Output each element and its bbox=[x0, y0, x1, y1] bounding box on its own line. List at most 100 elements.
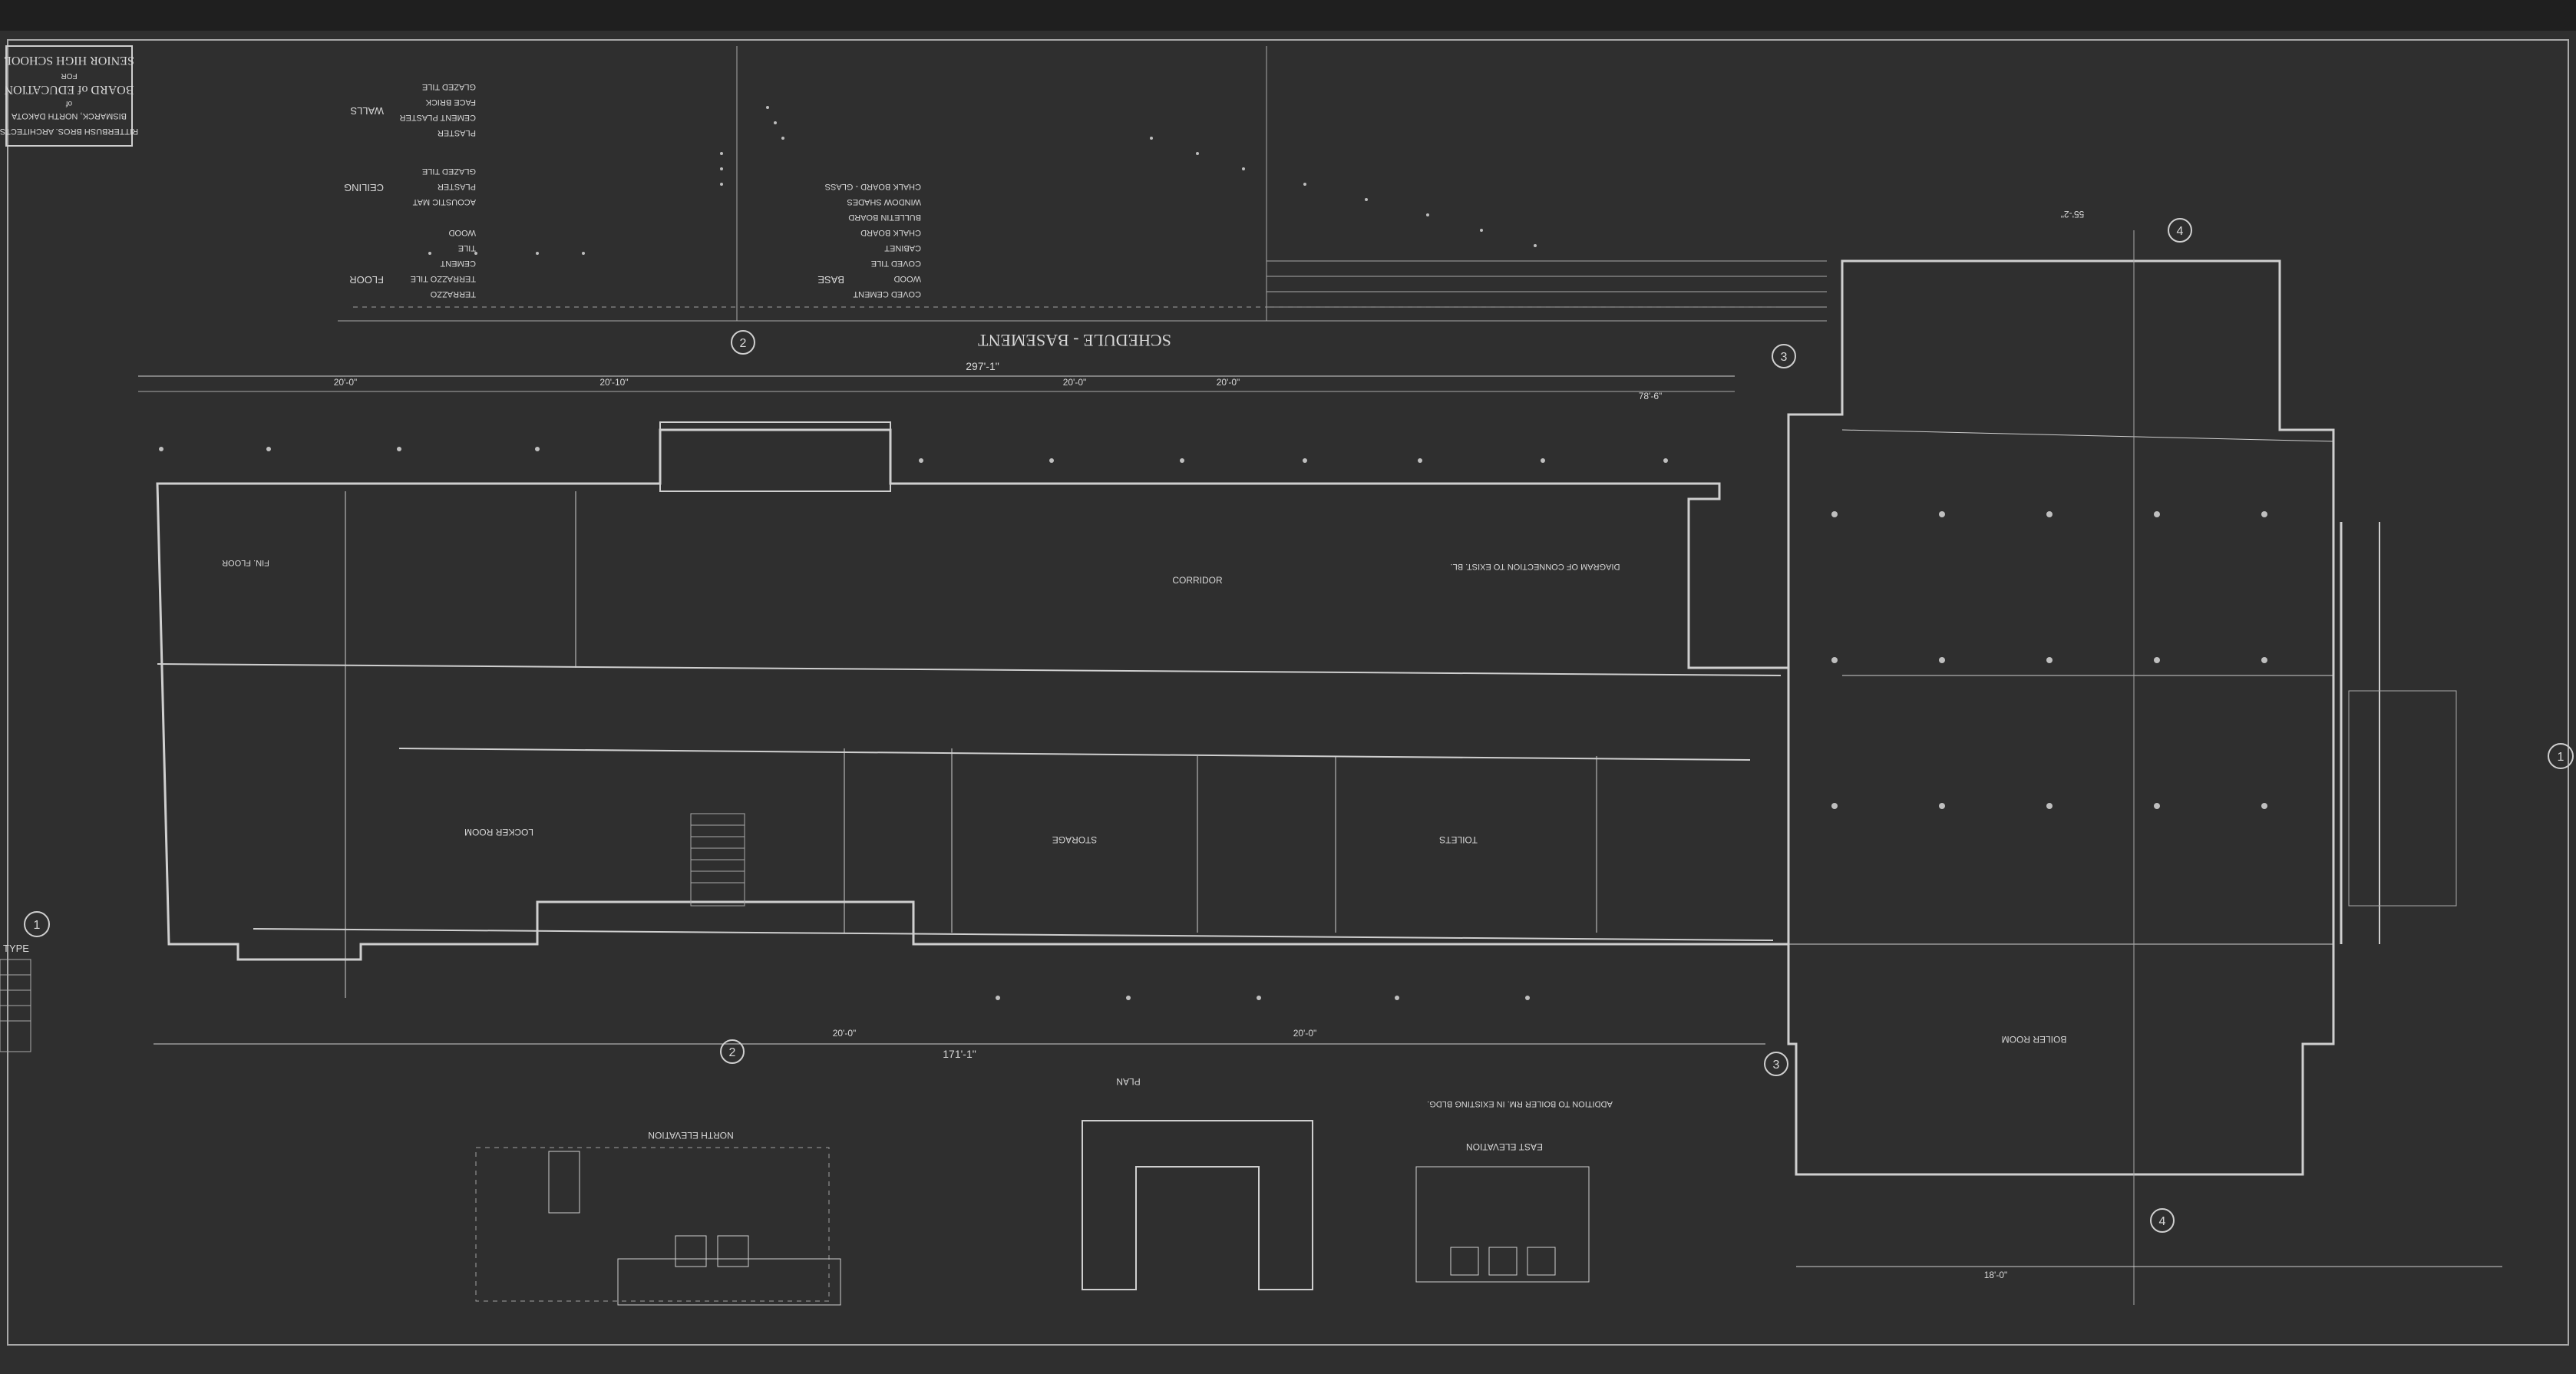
schedule-base-label: BASE bbox=[817, 274, 844, 286]
elevation-window bbox=[675, 1235, 707, 1267]
grid-marker bbox=[1772, 344, 1796, 368]
grid-marker-label: 2 bbox=[740, 337, 747, 350]
title-city: BISMARCK, NORTH DAKOTA bbox=[11, 111, 127, 121]
schedule-floor-label: FLOOR bbox=[349, 274, 384, 286]
label-addition-note: ADDITION TO BOILER RM. IN EXISTING BLDG. bbox=[1427, 1099, 1613, 1108]
other-item: COVED TILE bbox=[871, 259, 921, 268]
grid-marker-label: 1 bbox=[2558, 751, 2564, 764]
dim-bay: 20'-0" bbox=[1063, 377, 1087, 388]
floor-item: TILE bbox=[458, 243, 476, 253]
label-north-elevation: NORTH ELEVATION bbox=[648, 1130, 733, 1141]
grid-bubbles: 2 2 3 3 4 4 1 1 bbox=[24, 218, 2574, 1233]
grid-marker bbox=[24, 911, 50, 937]
label-corridor: CORRIDOR bbox=[1172, 575, 1223, 586]
plan-detail: PLAN bbox=[1082, 1076, 1313, 1290]
label-locker-room: LOCKER ROOM bbox=[464, 827, 533, 837]
label-finish-floor: FIN. FLOOR bbox=[222, 558, 269, 567]
schedule-ceiling-label: CEILING bbox=[344, 182, 384, 193]
corridor-wall-south bbox=[253, 928, 1774, 941]
boiler-room-addition bbox=[659, 421, 891, 492]
label-toilets: TOILETS bbox=[1439, 834, 1478, 845]
grid-marker-label: 3 bbox=[1773, 1059, 1780, 1072]
grid-marker-label: 1 bbox=[34, 919, 41, 932]
elevation-window bbox=[1488, 1247, 1518, 1276]
label-type: TYPE bbox=[3, 943, 29, 954]
elevation-base bbox=[617, 1258, 841, 1306]
elevation-window bbox=[717, 1235, 749, 1267]
label-diagram-connection: DIAGRAM OF CONNECTION TO EXIST. BL. bbox=[1451, 562, 1620, 571]
corridor-wall-middle bbox=[398, 748, 1751, 761]
floor-item: WOOD bbox=[449, 228, 476, 237]
label-east-elevation: EAST ELEVATION bbox=[1466, 1141, 1543, 1152]
wall-item: PLASTER bbox=[438, 128, 476, 137]
column-grid bbox=[159, 447, 1668, 1000]
label-storage: STORAGE bbox=[1052, 834, 1097, 845]
dim-wing: 78'-6" bbox=[1639, 391, 1663, 401]
title-board: BOARD of EDUCATION bbox=[4, 83, 134, 96]
column-grid bbox=[1831, 511, 2267, 809]
elevation-door bbox=[548, 1151, 580, 1214]
label-plan: PLAN bbox=[1116, 1076, 1140, 1087]
dim-bay: 20'-0" bbox=[334, 377, 358, 388]
other-item: COVED CEMENT bbox=[853, 289, 921, 299]
dim-bay: 20'-0" bbox=[1293, 1028, 1317, 1039]
grid-marker bbox=[731, 330, 755, 355]
other-item: WOOD bbox=[894, 274, 921, 283]
floor-plan: CORRIDOR DIAGRAM OF CONNECTION TO EXIST.… bbox=[156, 421, 1790, 1000]
partition bbox=[1841, 429, 2334, 442]
title-block: RITTERBUSH BROS. ARCHITECTS BISMARCK, NO… bbox=[0, 45, 138, 147]
elevation-window bbox=[1450, 1247, 1479, 1276]
dimension-bottom: 171'-1" 20'-0" 20'-0" bbox=[154, 1028, 1765, 1060]
label-boiler-room: BOILER ROOM bbox=[2002, 1034, 2067, 1045]
floor-item: TERRAZZO bbox=[430, 289, 476, 299]
schedule-title: SCHEDULE - BASEMENT bbox=[978, 331, 1171, 350]
floor-item: TERRAZZO TILE bbox=[411, 274, 476, 283]
grid-marker-label: 3 bbox=[1781, 351, 1788, 364]
corridor-wall-north bbox=[157, 663, 1782, 676]
right-wing-outline bbox=[1787, 259, 2335, 1176]
ceiling-item: GLAZED TILE bbox=[422, 167, 476, 176]
grid-marker bbox=[2168, 218, 2192, 243]
dim-overall-bottom: 171'-1" bbox=[943, 1048, 976, 1060]
title-school: SENIOR HIGH SCHOOL bbox=[4, 54, 134, 67]
grid-marker bbox=[1764, 1052, 1788, 1076]
dim-overall-top: 297'-1" bbox=[966, 360, 999, 372]
title-of: of bbox=[66, 99, 73, 107]
title-for: FOR bbox=[61, 71, 77, 80]
grid-marker-label: 4 bbox=[2159, 1215, 2166, 1228]
wall-item: FACE BRICK bbox=[425, 97, 476, 107]
east-elevation-detail: EAST ELEVATION ADDITION TO BOILER RM. IN… bbox=[1415, 1099, 1613, 1283]
dim-bay: 20'-0" bbox=[833, 1028, 857, 1039]
dim-bay-alt: 20'-10" bbox=[599, 377, 628, 388]
left-margin-key: TYPE bbox=[0, 943, 31, 1052]
finish-schedule: SCHEDULE - BASEMENT FLOOR CEILING WALLS … bbox=[338, 46, 1827, 350]
wall-item: GLAZED TILE bbox=[422, 82, 476, 91]
elevation-frame bbox=[1415, 1166, 1590, 1283]
sheet-border bbox=[7, 39, 2569, 1346]
other-item: BULLETIN BOARD bbox=[848, 213, 921, 222]
grid-marker-label: 2 bbox=[729, 1046, 736, 1059]
grid-marker bbox=[2150, 1208, 2175, 1233]
elevation-window bbox=[1527, 1247, 1556, 1276]
dimension-top: 297'-1" 20'-0" 20'-10" 20'-0" 20'-0" 78'… bbox=[138, 360, 1735, 401]
north-elevation-detail: NORTH ELEVATION bbox=[475, 1130, 841, 1306]
elevation-frame bbox=[475, 1147, 830, 1302]
grid-marker bbox=[720, 1039, 745, 1064]
other-item: CHALK BOARD - GLASS bbox=[825, 182, 921, 191]
ceiling-item: ACOUSTIC MAT bbox=[412, 197, 476, 206]
dim-right-top: 55'-2" bbox=[2061, 209, 2085, 220]
sheet-paper bbox=[0, 31, 2576, 1371]
schedule-walls-label: WALLS bbox=[350, 105, 384, 117]
dim-right-depth: 18'-0" bbox=[1984, 1270, 2008, 1280]
stair bbox=[690, 813, 745, 907]
grid-marker bbox=[2548, 743, 2574, 769]
floor-item: CEMENT bbox=[440, 259, 476, 268]
title-architects: RITTERBUSH BROS. ARCHITECTS bbox=[0, 127, 138, 136]
plan-outline bbox=[1082, 1120, 1313, 1290]
schedule-marks bbox=[428, 106, 1537, 255]
other-item: CHALK BOARD bbox=[860, 228, 921, 237]
grid-marker-label: 4 bbox=[2177, 225, 2184, 238]
dim-bay: 20'-0" bbox=[1217, 377, 1240, 388]
stair-core bbox=[2348, 690, 2457, 907]
